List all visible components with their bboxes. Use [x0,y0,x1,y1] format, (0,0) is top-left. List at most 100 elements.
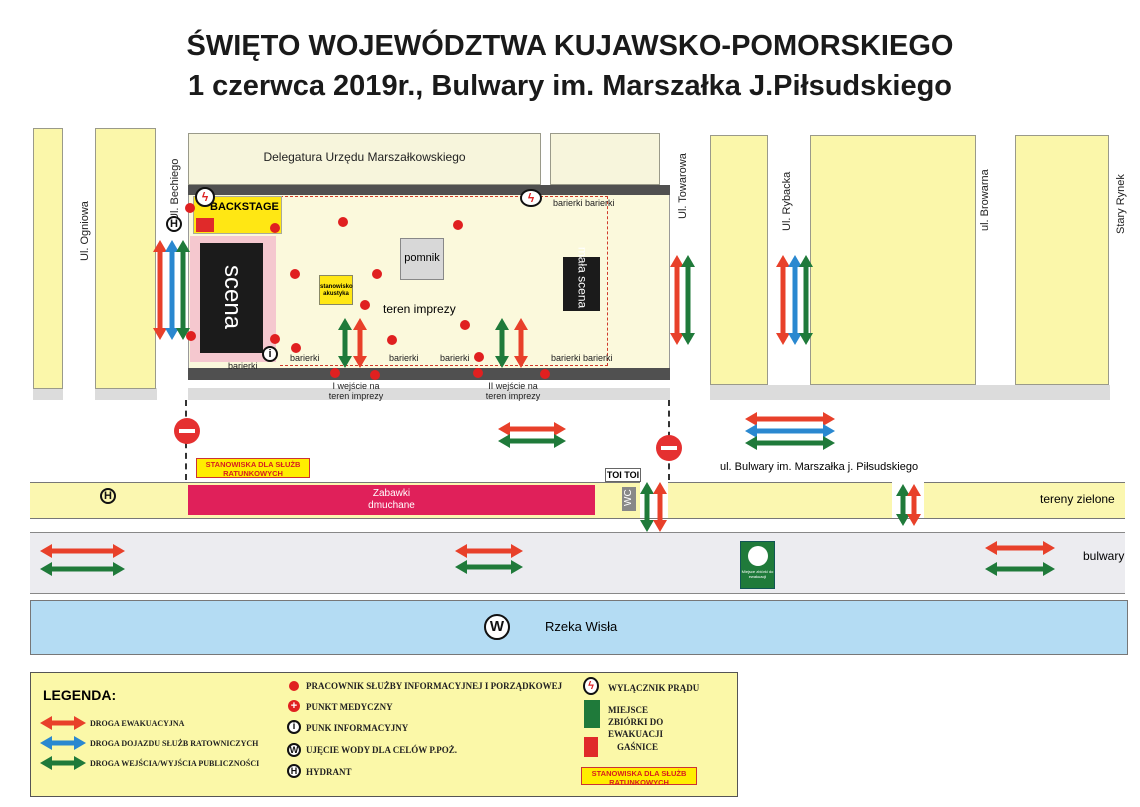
entrance-2-label: II wejście na teren imprezy [485,381,541,401]
staff-marker [290,269,300,279]
double-arrow-icon [40,736,86,750]
legend-extinguisher: GAŚNICE [617,742,659,752]
double-arrow-icon [498,434,566,448]
assembly-point-sign: Miejsce zbiórki do ewakuacji [740,541,775,589]
staff-marker [370,370,380,380]
legend-rescue-stand: STANOWISKA DLA SŁUŻB RATUNKOWYCH [581,767,697,787]
staff-marker-icon [289,681,299,691]
double-arrow-icon [745,436,835,450]
double-arrow-icon [514,318,528,368]
double-arrow-icon [338,318,352,368]
staff-marker [473,368,483,378]
staff-marker [270,334,280,344]
entrance-1-label: I wejście na teren imprezy [328,381,384,401]
street-ogniowa: Ul. Ogniowa [79,201,91,261]
rescue-stand: STANOWISKA DLA SŁUŻB RATUNKOWYCH [196,458,310,478]
double-arrow-icon [776,255,790,345]
hydrant-icon: H [287,764,301,778]
staff-marker [185,203,195,213]
legend-evac: DROGA EWAKUACYJNA [90,719,185,728]
barierki-label: barierki [228,361,258,371]
staff-marker [291,343,301,353]
legend-assembly: MIEJSCE ZBIÓRKI DO EWAKUACJI [608,705,664,739]
staff-marker [338,217,348,227]
double-arrow-icon [153,240,167,340]
double-arrow-icon [985,562,1055,576]
barierki-label: barierki [440,353,470,363]
double-arrow-icon [455,544,523,558]
info-point-icon: i [287,720,301,734]
legend-medical: PUNKT MEDYCZNY [306,702,393,712]
staff-marker [186,331,196,341]
barierki-label: barierki [551,353,581,363]
double-arrow-icon [176,240,190,340]
assembly-point-icon [584,700,600,728]
double-arrow-icon [40,756,86,770]
double-arrow-icon [745,424,835,438]
staff-marker [330,368,340,378]
double-arrow-icon [670,255,684,345]
legend-water: UJĘCIE WODY DLA CELÓW P.POŻ. [306,745,458,755]
street-towarowa: Ul. Towarowa [677,153,689,219]
teren-imprezy-label: teren imprezy [383,302,456,316]
staff-marker [360,300,370,310]
bulwary-label: bulwary [1083,549,1125,563]
building-block [33,128,63,389]
hydrant-icon: H [166,216,182,232]
staff-marker [474,352,484,362]
street-bulwary: ul. Bulwary im. Marszałka j. Piłsudskieg… [720,461,919,473]
fire-extinguisher-icon [196,218,214,232]
double-arrow-icon [653,482,667,532]
double-arrow-icon [985,541,1055,555]
barierki-label: barierki [585,198,615,208]
double-arrow-icon [498,422,566,436]
mala-scena: mała scena [563,247,600,311]
double-arrow-icon [165,240,179,340]
legend-public: DROGA WEJŚCIA/WYJŚCIA PUBLICZNOŚCI [90,759,260,768]
double-arrow-icon [495,318,509,368]
legend-staff: PRACOWNIK SŁUŻBY INFORMACYJNEJ I PORZĄDK… [306,681,563,691]
legend-info: PUNK INFORMACYJNY [306,723,409,733]
staff-marker [453,220,463,230]
double-arrow-icon [353,318,367,368]
building-block [1015,135,1109,385]
street-browarna: ul. Browarna [979,169,991,231]
double-arrow-icon [745,412,835,426]
power-switch-icon: ϟ [195,187,215,207]
staff-marker [460,320,470,330]
bulwary-strip [30,532,1125,594]
building-block [710,135,768,385]
staff-marker [540,369,550,379]
power-switch-icon: ϟ [520,189,542,207]
scena: scena [200,243,263,353]
double-arrow-icon [681,255,695,345]
pomnik: pomnik [400,238,444,280]
staff-marker [387,335,397,345]
hydrant-icon: H [100,488,116,504]
water-intake-icon: W [287,743,301,757]
street-stary-rynek: Stary Rynek [1115,174,1127,234]
double-arrow-icon [40,544,125,558]
power-switch-icon: ϟ [583,677,599,695]
barierki-label: barierki [583,353,613,363]
barierki-label: barierki [389,353,419,363]
legend-power: WYLĄCZNIK PRĄDU [608,683,700,693]
no-entry-sign [656,435,682,461]
double-arrow-icon [788,255,802,345]
legend-hydrant: HYDRANT [306,767,352,777]
double-arrow-icon [455,560,523,574]
building-block [550,133,660,185]
info-point-icon: i [262,346,278,362]
street-bechiego: Ul. Bechiego [169,158,181,221]
barierki-label: barierki [290,353,320,363]
double-arrow-icon [896,484,910,526]
staff-marker [270,223,280,233]
double-arrow-icon [799,255,813,345]
river-label: Rzeka Wisła [545,619,618,634]
no-entry-sign [174,418,200,444]
toi-toi: TOI TOI [605,468,641,482]
medical-point-icon: + [288,700,300,712]
stanowisko-akustyka: stanowisko akustyka [319,275,353,305]
map-title: ŚWIĘTO WOJEWÓDZTWA KUJAWSKO-POMORSKIEGO [186,30,954,62]
inflatables-area: Zabawki dmuchane [188,485,595,515]
